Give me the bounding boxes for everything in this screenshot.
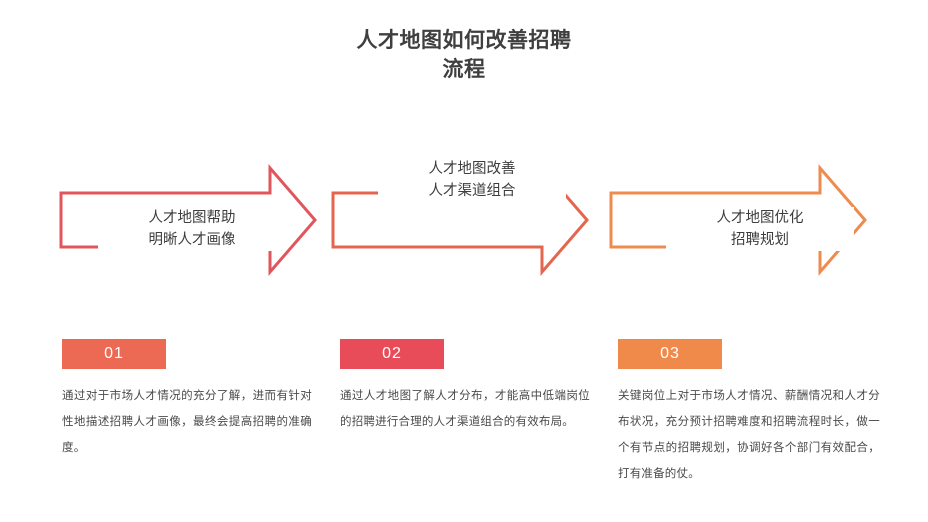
arrow-label-3-line-2: 招聘规划 — [731, 232, 789, 248]
detail-card-2: 02 通过人才地图了解人才分布，才能高中低端岗位的招聘进行合理的人才渠道组合的有… — [340, 339, 590, 435]
process-step-arrow-2: 人才地图改善 人才渠道组合 — [330, 150, 640, 300]
process-step-arrow-3: 人才地图优化 招聘规划 — [608, 150, 918, 300]
arrow-shape-1 — [59, 163, 317, 277]
arrow-label-3-line-1: 人才地图优化 — [716, 210, 804, 226]
step-number-badge-3: 03 — [618, 339, 722, 369]
arrow-label-1: 人才地图帮助 明晰人才画像 — [98, 207, 286, 251]
arrow-outline-icon-1 — [59, 163, 317, 277]
step-number-1: 01 — [104, 345, 124, 362]
step-number-2: 02 — [382, 345, 402, 362]
process-step-arrow-1: 人才地图帮助 明晰人才画像 — [58, 150, 368, 300]
page-title-line-1: 人才地图如何改善招聘 — [356, 29, 572, 52]
arrow-label-2-line-2: 人才渠道组合 — [428, 183, 516, 199]
step-number-badge-2: 02 — [340, 339, 444, 369]
detail-card-3-text: 关键岗位上对于市场人才情况、薪酬情况和人才分布状况，充分预计招聘难度和招聘流程时… — [618, 390, 880, 480]
arrow-label-2: 人才地图改善 人才渠道组合 — [378, 158, 566, 202]
page-title-line-2: 流程 — [442, 58, 486, 81]
arrow-label-2-line-1: 人才地图改善 — [428, 161, 516, 177]
detail-card-2-text: 通过人才地图了解人才分布，才能高中低端岗位的招聘进行合理的人才渠道组合的有效布局… — [340, 390, 590, 428]
arrow-label-1-line-2: 明晰人才画像 — [148, 232, 236, 248]
step-number-badge-1: 01 — [62, 339, 166, 369]
detail-card-3: 03 关键岗位上对于市场人才情况、薪酬情况和人才分布状况，充分预计招聘难度和招聘… — [618, 339, 880, 487]
arrow-label-3: 人才地图优化 招聘规划 — [666, 207, 854, 251]
arrow-label-1-line-1: 人才地图帮助 — [148, 210, 236, 226]
page-title: 人才地图如何改善招聘 流程 — [0, 26, 928, 84]
detail-card-1-text: 通过对于市场人才情况的充分了解，进而有针对性地描述招聘人才画像，最终会提高招聘的… — [62, 390, 312, 454]
process-arrow-band: 人才地图帮助 明晰人才画像 人才地图改善 人才渠道组合 人才地图优化 招聘规划 — [0, 150, 928, 300]
step-number-3: 03 — [660, 345, 680, 362]
detail-cards: 01 通过对于市场人才情况的充分了解，进而有针对性地描述招聘人才画像，最终会提高… — [0, 339, 928, 509]
detail-card-1: 01 通过对于市场人才情况的充分了解，进而有针对性地描述招聘人才画像，最终会提高… — [62, 339, 312, 461]
